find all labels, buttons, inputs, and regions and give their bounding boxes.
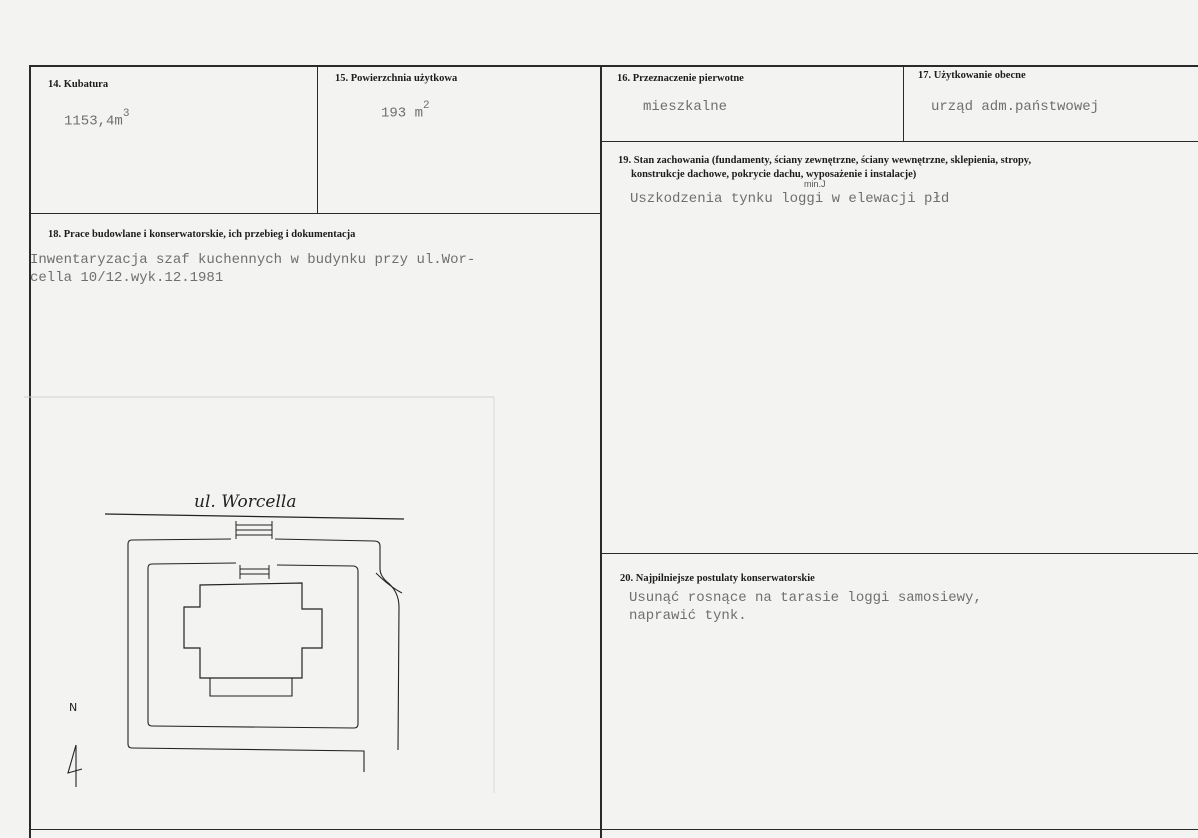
field-17-label: 17. Użytkowanie obecne <box>918 70 1026 81</box>
building-outline <box>183 582 323 679</box>
street-label: ul. Worcella <box>194 492 296 512</box>
rule-bottom <box>30 829 1198 830</box>
field-16-value: mieszkalne <box>643 99 728 115</box>
field-19-label-line-1: 19. Stan zachowania (fundamenty, ściany … <box>618 155 1032 166</box>
rule-col-2 <box>600 65 602 838</box>
site-plan: N ul. Worcella <box>24 395 496 795</box>
field-14-value: 1153,4m3 <box>64 108 129 131</box>
field-14-label: 14. Kubatura <box>48 79 109 90</box>
rule-row-right-2 <box>601 553 1198 554</box>
field-14-number: 1153,4m <box>64 113 123 130</box>
field-19-annotation: min.J <box>804 179 826 189</box>
field-19-value: Uszkodzenia tynku loggi w elewacji płd <box>630 191 950 207</box>
field-15-label: 15. Powierzchnia użytkowa <box>335 73 458 84</box>
field-14-unit-sup: 3 <box>122 108 130 120</box>
field-19-label-line-2: konstrukcje dachowe, pokrycie dachu, wyp… <box>631 169 917 180</box>
north-arrow <box>67 744 83 787</box>
rule-row-right-1 <box>601 141 1198 142</box>
rule-col-1 <box>317 65 318 213</box>
field-18-line-2: cella 10/12.wyk.12.1981 <box>30 270 224 286</box>
rule-col-3 <box>903 65 904 142</box>
rule-row-left <box>30 213 601 214</box>
field-18-line-1: Inwentaryzacja szaf kuchennych w budynku… <box>30 252 476 268</box>
rule-top <box>30 65 1198 67</box>
field-15-number: 193 m <box>381 105 424 122</box>
field-15-unit-sup: 2 <box>423 100 430 112</box>
field-15-value: 193 m2 <box>381 100 430 123</box>
street-edge <box>104 513 405 520</box>
field-20-label: 20. Najpilniejsze postulaty konserwators… <box>620 573 815 584</box>
site-plan-drawing: N ul. Worcella <box>24 396 495 793</box>
field-17-value: urząd adm.państwowej <box>931 99 1100 115</box>
rule-left <box>29 65 31 838</box>
field-16-label: 16. Przeznaczenie pierwotne <box>617 73 744 84</box>
field-20-line-2: naprawić tynk. <box>629 608 747 624</box>
north-mark: N <box>69 701 77 714</box>
field-20-line-1: Usunąć rosnące na tarasie loggi samosiew… <box>629 590 982 606</box>
field-18-label: 18. Prace budowlane i konserwatorskie, i… <box>48 229 356 240</box>
